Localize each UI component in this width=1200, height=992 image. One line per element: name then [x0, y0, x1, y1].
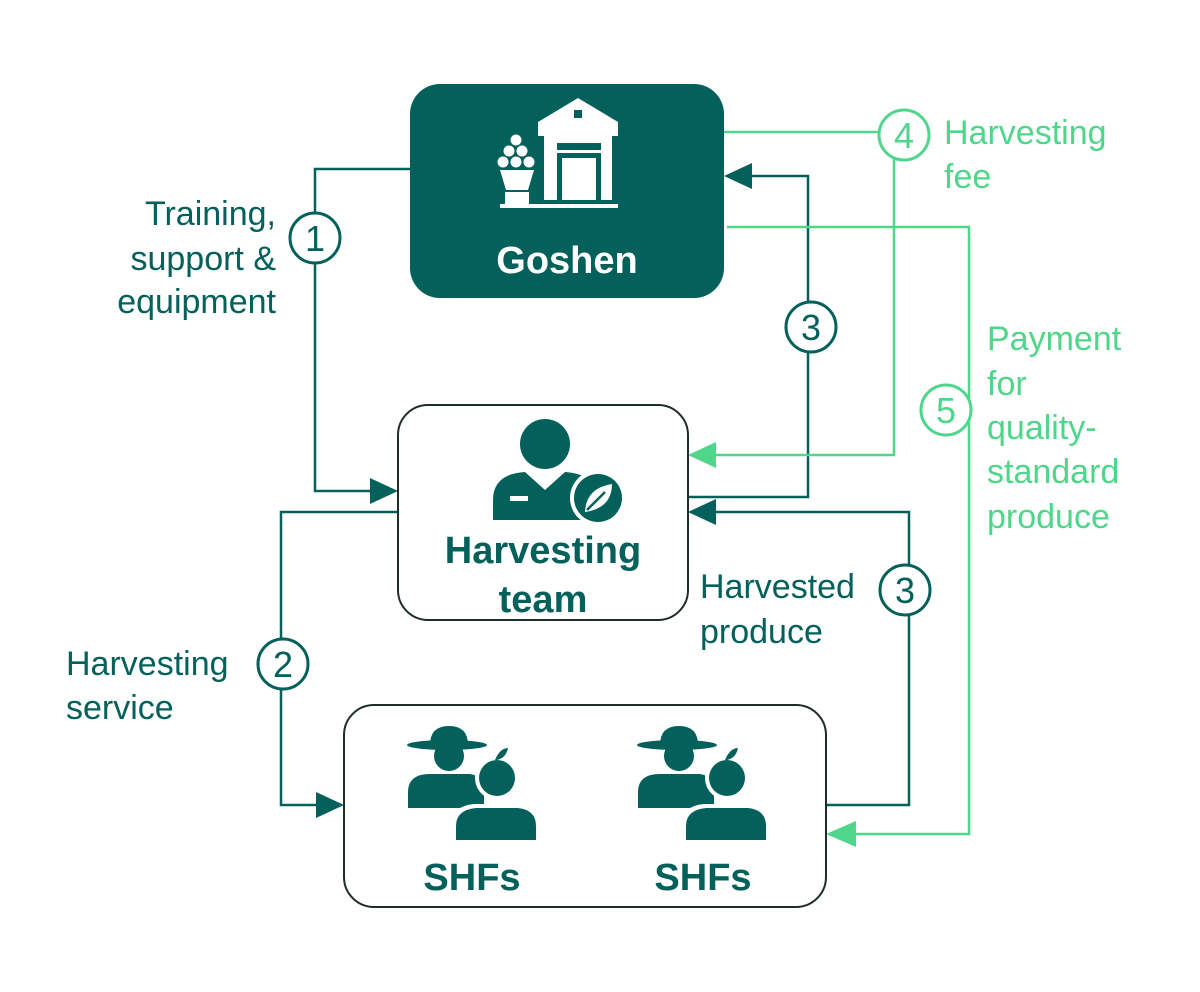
flow-5-label-line4: standard [987, 453, 1119, 491]
flow-3-lower-line [716, 510, 911, 807]
flow-3-label-line1: Harvested [700, 568, 855, 606]
warehouse-door-inner [562, 158, 596, 200]
harvesting-team-node: Harvesting team [397, 404, 689, 621]
flow-5-label: Payment for quality- standard produce [987, 320, 1122, 536]
flow-3-upper-badge: 3 [784, 300, 838, 354]
flow-3-upper-number: 3 [801, 307, 821, 348]
flow-3-lower-arrowhead [688, 499, 716, 525]
flow-1-label-line3: equipment [117, 283, 276, 321]
flow-1-badge: 1 [288, 211, 342, 265]
flow-5-number: 5 [936, 390, 956, 431]
flow-5-label-line3: quality- [987, 409, 1097, 447]
flow-2-arrowhead [316, 792, 344, 818]
flow-1-label: Training, support & equipment [117, 195, 276, 321]
flow-5-label-line2: for [987, 365, 1027, 403]
flow-4-label: Harvesting fee [944, 114, 1107, 196]
harvesting-team-label-line1: Harvesting [445, 530, 641, 572]
flow-1-arrowhead [370, 478, 398, 504]
flow-2-label: Harvesting service [66, 645, 229, 727]
flow-3-lower-number: 3 [895, 570, 915, 611]
flow-1-label-line2: support & [130, 240, 276, 278]
flow-4-badge: 4 [877, 108, 931, 162]
farmers-icon-right [637, 726, 770, 840]
flow-2-badge: 2 [256, 637, 310, 691]
flow-5-line [727, 225, 971, 836]
shfs-left-label: SHFs [423, 857, 520, 899]
flow-1-line [313, 167, 410, 493]
flow-4-label-line1: Harvesting [944, 114, 1107, 152]
flow-4-arrowhead [688, 442, 716, 468]
flow-4-label-line2: fee [944, 158, 991, 196]
goshen-node: Goshen [410, 84, 724, 298]
shfs-box [343, 704, 827, 908]
connectors-light [716, 130, 971, 836]
flow-4-number: 4 [894, 115, 914, 156]
arrowheads [316, 163, 856, 847]
flow-2-number: 2 [273, 644, 293, 685]
shfs-node: SHFs SHFs [343, 704, 827, 908]
harvesting-team-label-line2: team [499, 579, 588, 621]
goshen-label: Goshen [496, 240, 637, 282]
flow-5-arrowhead [826, 821, 856, 847]
flow-4-line [716, 130, 896, 457]
flow-3-lower-badge: 3 [878, 563, 932, 617]
flow-3-label-line2: produce [700, 613, 823, 651]
barn-window [574, 110, 582, 118]
flow-2-label-line1: Harvesting [66, 645, 229, 683]
shfs-right-label: SHFs [654, 857, 751, 899]
flow-1-label-line1: Training, [145, 195, 276, 233]
flow-3-upper-arrowhead [724, 163, 752, 189]
flow-3-lower-label: Harvested produce [700, 568, 855, 651]
flow-5-label-line1: Payment [987, 320, 1122, 358]
flow-5-label-line5: produce [987, 498, 1110, 536]
farmer-leaf-icon [493, 419, 626, 526]
flow-2-label-line2: service [66, 689, 174, 727]
flow-5-badge: 5 [919, 383, 973, 437]
farmers-icon-left [407, 726, 540, 840]
flow-1-number: 1 [305, 218, 325, 259]
